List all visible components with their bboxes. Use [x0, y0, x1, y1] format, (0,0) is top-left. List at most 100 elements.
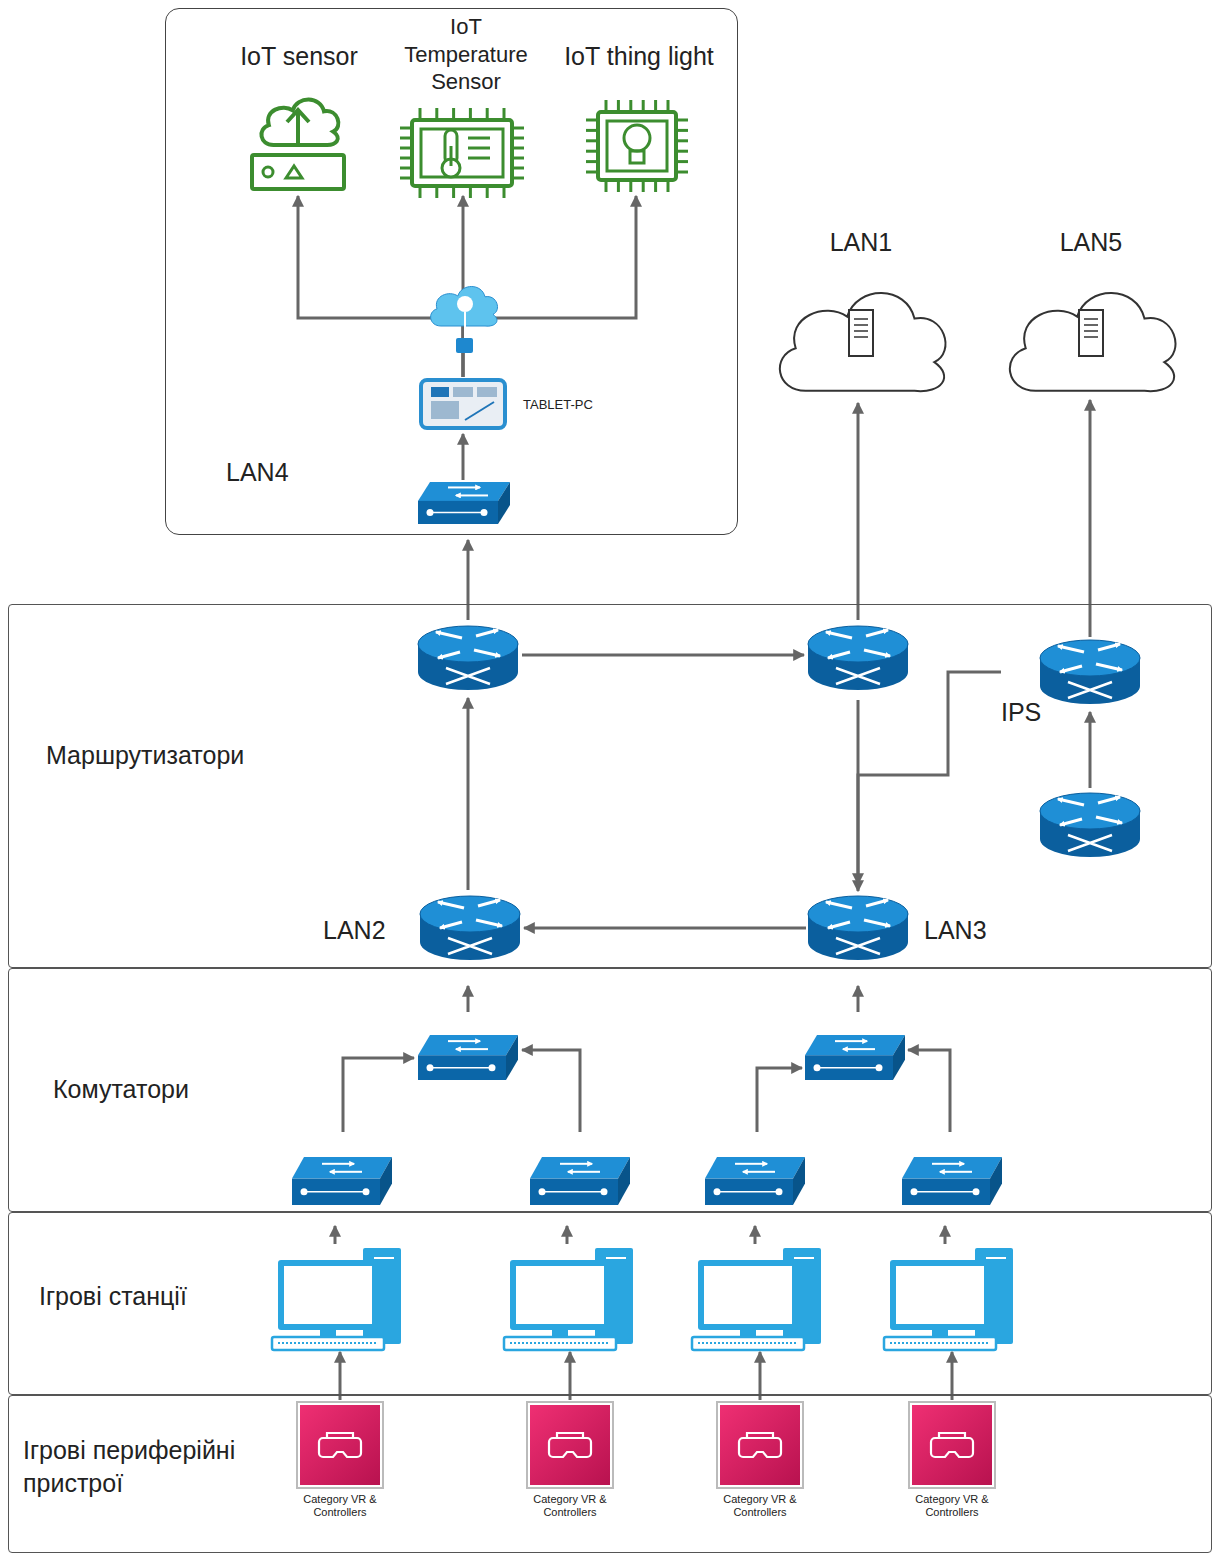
chip-pin [629, 100, 632, 112]
router-arrow [436, 632, 462, 638]
router-cross [836, 668, 880, 684]
chip-pin [512, 147, 524, 150]
node-label: LAN5 [995, 227, 1187, 257]
iot-device: IoT thing light [549, 39, 733, 196]
switch-top [705, 1157, 805, 1179]
switch-line [819, 1067, 877, 1069]
router-arrow [438, 902, 464, 908]
node-label: Ігрові станції [39, 1281, 187, 1311]
chip-pin [676, 129, 688, 132]
router-cross [448, 938, 492, 954]
router-top [808, 626, 908, 662]
chip-pin [419, 108, 422, 120]
router-cross [446, 668, 490, 684]
sensor-mark [286, 166, 302, 178]
router-arrow [1058, 799, 1084, 805]
switch-arrow [735, 1163, 767, 1165]
chip-pin [676, 119, 688, 122]
vr-headset-symbol [297, 1402, 383, 1488]
router-arrow [864, 650, 890, 656]
switch-arrow [932, 1163, 964, 1165]
node-label: Маршрутизатори [46, 740, 244, 770]
chip-pin [400, 177, 412, 180]
router-arrow [1060, 666, 1082, 672]
router-arrow [476, 920, 502, 926]
chip-pin [469, 186, 472, 198]
switch-side [990, 1157, 1002, 1205]
switch-side [893, 1035, 905, 1080]
sensor-arrow [296, 112, 300, 145]
bulb-base [630, 151, 644, 163]
chip-core [421, 129, 503, 177]
switch-led [539, 1188, 546, 1195]
router-arrow [1098, 797, 1120, 803]
switch-symbol [805, 1035, 905, 1080]
thermometer-scale [468, 157, 490, 160]
switch-arrow [568, 1171, 600, 1173]
wire-arrow [944, 1226, 947, 1244]
switch-symbol [292, 1157, 392, 1205]
chip-pin [512, 167, 524, 170]
switch-line [432, 1067, 490, 1069]
server-slot [854, 324, 868, 326]
chip-pin [667, 100, 670, 112]
server-symbol [1079, 310, 1103, 356]
wire-arrow [857, 403, 860, 620]
tablet-pen [465, 402, 494, 420]
chip-pin [512, 177, 524, 180]
chip-pin [486, 108, 489, 120]
pc-monitor [510, 1260, 610, 1330]
wire-arrow [339, 1352, 342, 1400]
router-arrow [826, 632, 852, 638]
vr-frame [717, 1402, 803, 1488]
switch-top [418, 1035, 518, 1055]
switch-symbol [418, 1035, 518, 1080]
chip-pin [586, 139, 598, 142]
switch-arrow [448, 1040, 480, 1042]
connector [858, 672, 1001, 891]
switch-arrow [940, 1171, 972, 1173]
pc-monitor [278, 1260, 378, 1330]
wire-arrow [467, 540, 470, 620]
router-arrow [440, 922, 462, 928]
vr-glyph [549, 1433, 591, 1457]
server-slot [1084, 318, 1098, 320]
wire-arrow [522, 1050, 580, 1132]
chip-pin [617, 100, 620, 112]
chip-core [607, 121, 667, 171]
router-symbol [420, 896, 520, 960]
device-caption: Category VR & Controllers [715, 1493, 805, 1519]
switch-led [776, 1188, 783, 1195]
pc-keys [890, 1342, 990, 1344]
workstation-symbol [504, 1248, 633, 1350]
router-top [420, 896, 520, 932]
vr-glyph [319, 1433, 361, 1457]
pc-slot [606, 1257, 626, 1259]
iot-hub-symbol [431, 286, 498, 353]
switch-side [506, 1035, 518, 1080]
wire-arrow [334, 1226, 337, 1244]
switch-front [902, 1179, 990, 1205]
chip-pin [605, 180, 608, 192]
chip-pin [503, 186, 506, 198]
switch-led [876, 1064, 883, 1071]
switch-arrow [330, 1171, 362, 1173]
switch-led [427, 509, 434, 516]
wire-arrow [857, 986, 860, 1012]
router-cross [1068, 682, 1112, 698]
wire-arrow [462, 434, 465, 480]
connector [1089, 400, 1092, 637]
pc-screen [516, 1266, 604, 1324]
router-arrow [828, 922, 850, 928]
vr-headset-symbol [527, 1402, 613, 1488]
chip-pin [617, 180, 620, 192]
switch-side [380, 1157, 392, 1205]
vr-frame [297, 1402, 383, 1488]
sensor-cloud [261, 99, 338, 145]
cloud-shape [1010, 293, 1176, 391]
switch-line [916, 1191, 974, 1193]
iot-chip-symbol [586, 100, 688, 192]
chip-pin [676, 160, 688, 163]
layer-band: МаршрутизаториLAN2LAN3IPS [8, 604, 1212, 968]
vr-frame [909, 1402, 995, 1488]
